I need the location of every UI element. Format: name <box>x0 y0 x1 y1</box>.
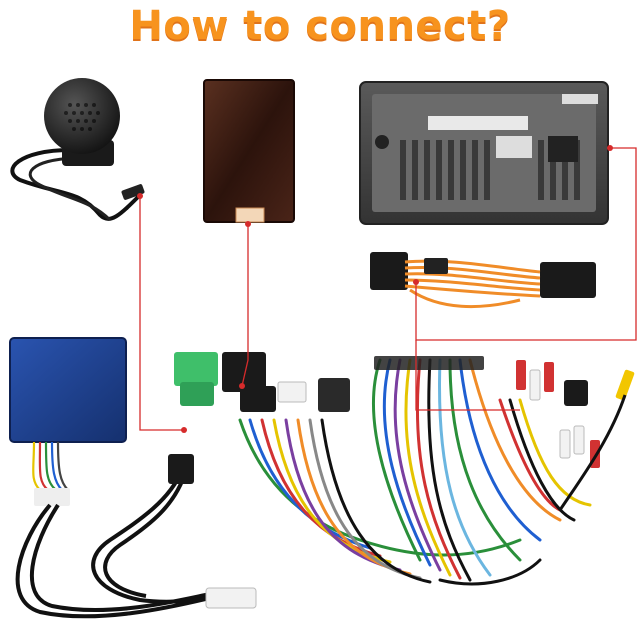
page-title: How to connect? <box>129 3 511 49</box>
black-harness <box>15 469 221 619</box>
connection-dots <box>137 145 613 433</box>
harness-connectors <box>174 352 588 412</box>
main-harness-wires <box>238 358 592 586</box>
amplifier-box <box>203 79 295 223</box>
rca-connectors <box>516 360 635 511</box>
connection-lines <box>139 147 637 431</box>
wiring-harness <box>370 252 596 308</box>
speaker-icon <box>10 78 145 222</box>
can-decoder-box <box>9 337 127 506</box>
head-unit-back <box>359 81 609 225</box>
